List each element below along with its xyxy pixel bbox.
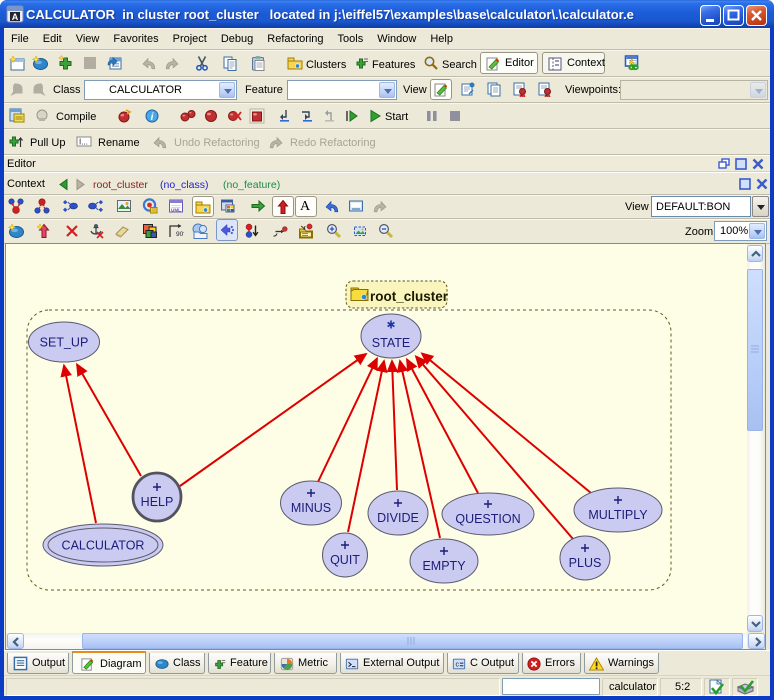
- svg-text:SET_UP: SET_UP: [40, 336, 89, 350]
- svg-text:QUIT: QUIT: [330, 553, 360, 567]
- svg-text:HELP: HELP: [141, 495, 174, 509]
- svg-text:MULTIPLY: MULTIPLY: [588, 508, 648, 522]
- svg-text:EMPTY: EMPTY: [422, 559, 466, 573]
- svg-text:A: A: [12, 12, 19, 22]
- svg-text:i: i: [151, 112, 154, 123]
- svg-text:PLUS: PLUS: [569, 556, 602, 570]
- svg-text:UML: UML: [171, 207, 181, 212]
- svg-text:c: c: [456, 662, 460, 669]
- svg-text:MINUS: MINUS: [291, 501, 331, 515]
- svg-text:90°: 90°: [176, 230, 184, 238]
- svg-text:STATE: STATE: [372, 336, 410, 350]
- svg-text:CALCULATOR: CALCULATOR: [62, 539, 145, 553]
- svg-text:root_cluster: root_cluster: [370, 289, 449, 304]
- svg-text:QUESTION: QUESTION: [455, 512, 520, 526]
- svg-text:I...: I...: [79, 138, 88, 147]
- svg-text:DIVIDE: DIVIDE: [377, 511, 419, 525]
